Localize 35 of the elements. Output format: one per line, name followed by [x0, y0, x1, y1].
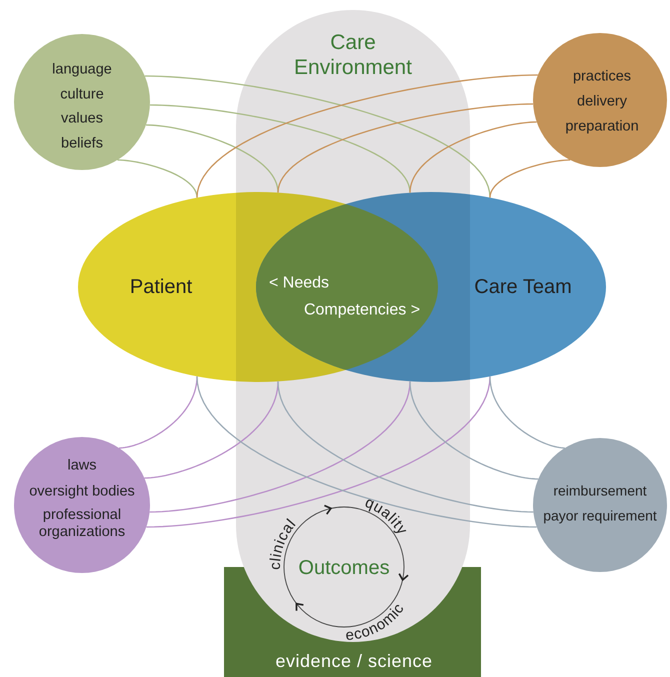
- connector-line: [489, 159, 570, 198]
- connector-line: [196, 74, 538, 198]
- factor-label: oversight bodies: [29, 483, 135, 501]
- connector-line: [277, 381, 534, 513]
- band-title: Care Environment: [293, 30, 413, 80]
- factor-label: preparation: [565, 118, 639, 136]
- factor-label: culture: [60, 86, 104, 104]
- factor-label: reimbursement: [553, 482, 647, 500]
- connector-line: [489, 376, 565, 449]
- bar-label: evidence / science: [275, 651, 433, 673]
- overlap-label: < Needs: [268, 273, 330, 293]
- factor-label: professional organizations: [38, 507, 126, 541]
- connector-line: [150, 381, 411, 513]
- connector-line: [144, 75, 491, 198]
- connector-line: [119, 376, 198, 449]
- connector-line: [144, 381, 279, 479]
- connector-line: [117, 159, 198, 198]
- cycle-title: Outcomes: [298, 556, 390, 580]
- factor-label: payor requirement: [543, 508, 657, 524]
- connector-line: [150, 104, 411, 193]
- factor-label: delivery: [577, 93, 627, 111]
- ellipse-label: Care Team: [474, 275, 572, 299]
- factor-label: values: [61, 110, 103, 128]
- factor-label: beliefs: [61, 135, 103, 153]
- connector-line: [146, 124, 279, 193]
- factor-label: language: [52, 61, 112, 79]
- connector-line: [409, 121, 537, 193]
- connector-line: [146, 376, 491, 528]
- overlap-label: Competencies >: [304, 300, 420, 320]
- factor-label: practices: [572, 68, 632, 86]
- factor-label: laws: [68, 457, 96, 475]
- ellipse-label: Patient: [130, 275, 192, 299]
- connector-line: [196, 376, 537, 528]
- connector-line: [277, 103, 534, 193]
- connector-line: [409, 381, 538, 480]
